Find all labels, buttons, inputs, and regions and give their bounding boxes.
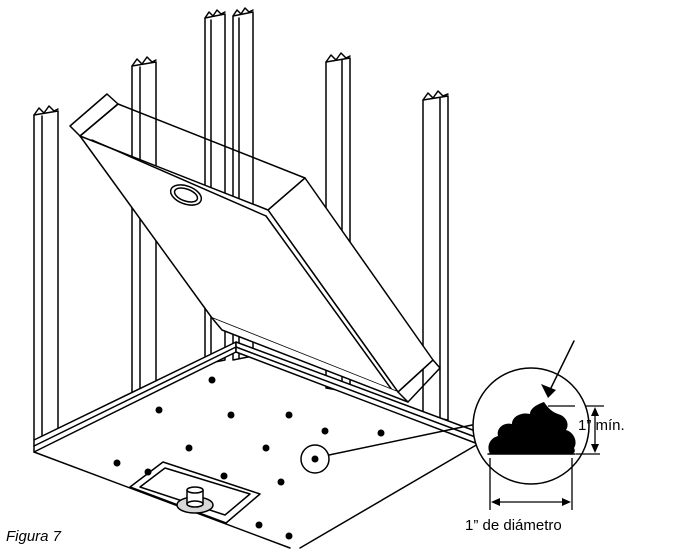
- adhesive-dollop-icon: [488, 402, 576, 454]
- adhesive-dot-group: [113, 376, 385, 540]
- drain-icon: [176, 486, 214, 514]
- dimension-diameter: [489, 458, 573, 510]
- callout-circle: [300, 444, 330, 474]
- floor-edge-right: [299, 443, 479, 549]
- floor-plate: [33, 341, 479, 453]
- callout-line: [328, 424, 473, 456]
- diameter-label: 1” de diámetro: [465, 517, 562, 534]
- shower-pan: [69, 93, 441, 403]
- arrow-shaft: [547, 340, 575, 395]
- dimension-height: [548, 405, 604, 455]
- arrow-down-icon: [541, 384, 556, 398]
- floor-edge-left: [33, 451, 291, 549]
- figure-caption: Figura 7: [6, 528, 62, 545]
- pan-drain-hole: [169, 184, 203, 206]
- height-label: 1” mín.: [578, 417, 625, 434]
- wall-stud-right-front: [422, 90, 449, 421]
- wall-stud-left-front: [33, 105, 59, 441]
